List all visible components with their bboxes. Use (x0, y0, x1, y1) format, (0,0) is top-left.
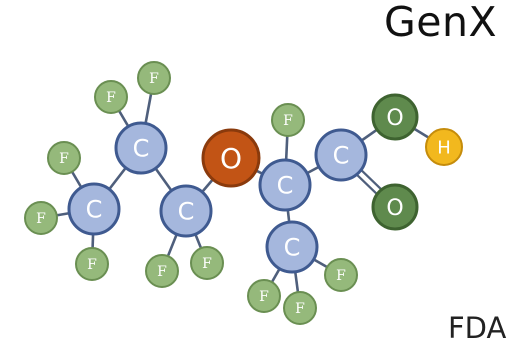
atom-label: O (220, 142, 242, 175)
atom-label: C (277, 172, 294, 200)
atom-label: O (386, 106, 403, 131)
page-title: GenX (384, 0, 498, 46)
atom-circle (324, 258, 358, 292)
fluorine-atom-icon: F (137, 61, 171, 95)
fluorine-atom-icon: F (271, 103, 305, 137)
atom-label: F (283, 113, 293, 129)
atom-circle (283, 291, 317, 325)
ether-oxygen-atom-icon: O (201, 128, 261, 188)
atom-circle (190, 246, 224, 280)
atom-label: F (295, 301, 305, 317)
fluorine-atom-icon: F (47, 141, 81, 175)
atom-label: F (59, 151, 69, 167)
atom-circle (314, 128, 368, 182)
atom-circle (247, 279, 281, 313)
carbon-atom-icon: C (159, 184, 213, 238)
carbon-atom-icon: C (114, 121, 168, 175)
atom-label: F (87, 257, 97, 273)
fluorine-atom-icon: F (247, 279, 281, 313)
hydrogen-atom-icon: H (425, 128, 463, 166)
atom-label: C (178, 198, 195, 226)
atom-circle (371, 93, 419, 141)
atom-circle (159, 184, 213, 238)
atom-label: F (336, 268, 346, 284)
atom-label: F (202, 256, 212, 272)
fluorine-atom-icon: F (283, 291, 317, 325)
fluorine-atom-icon: F (75, 247, 109, 281)
source-label: FDA (448, 311, 507, 345)
fluorine-atom-icon: F (145, 254, 179, 288)
atom-circle (94, 80, 128, 114)
atom-label: F (259, 289, 269, 305)
atom-circle (145, 254, 179, 288)
atom-circle (201, 128, 261, 188)
fluorine-atom-icon: F (24, 201, 58, 235)
atom-circle (67, 182, 121, 236)
atom-circle (47, 141, 81, 175)
atom-label: C (133, 135, 150, 163)
atom-circle (425, 128, 463, 166)
atom-label: F (149, 71, 159, 87)
atom-label: F (106, 90, 116, 106)
atom-circle (24, 201, 58, 235)
carbon-atom-icon: C (67, 182, 121, 236)
atom-circle (75, 247, 109, 281)
carbon-atom-icon: C (258, 158, 312, 212)
atom-circle (271, 103, 305, 137)
atom-label: C (86, 196, 103, 224)
fluorine-atom-icon: F (324, 258, 358, 292)
oxygen-atom-icon: O (371, 93, 419, 141)
atom-circle (265, 220, 319, 274)
atom-label: O (386, 196, 403, 221)
atom-label: F (36, 211, 46, 227)
atom-circle (258, 158, 312, 212)
atom-circle (371, 183, 419, 231)
atom-label: C (284, 234, 301, 262)
carbon-atom-icon: C (314, 128, 368, 182)
atom-label: H (437, 137, 451, 158)
atom-label: C (333, 142, 350, 170)
fluorine-atom-icon: F (94, 80, 128, 114)
atom-circle (137, 61, 171, 95)
atom-label: F (157, 264, 167, 280)
atom-circle (114, 121, 168, 175)
fluorine-atom-icon: F (190, 246, 224, 280)
oxygen-atom-icon: O (371, 183, 419, 231)
carbon-atom-icon: C (265, 220, 319, 274)
